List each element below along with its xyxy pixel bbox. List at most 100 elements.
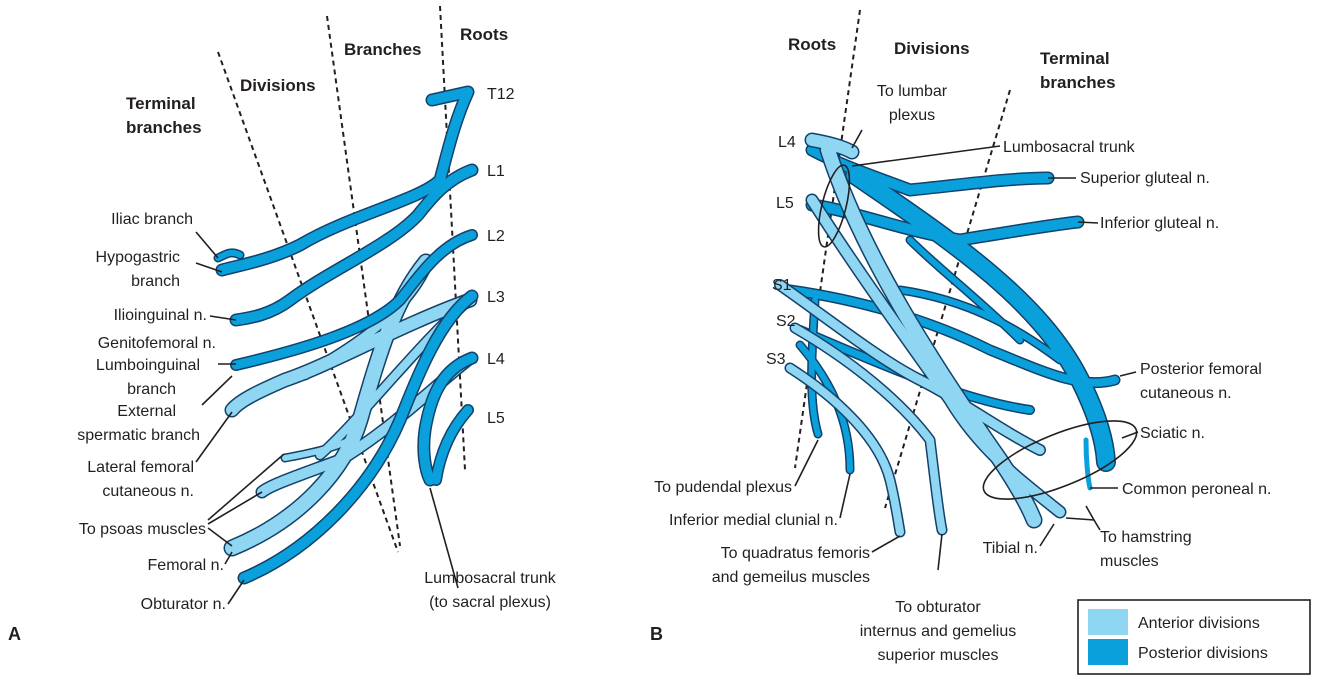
leader-hypogastric: [195, 262, 223, 273]
label-inferior-medial-clunial: Inferior medial clunial n.: [669, 512, 838, 529]
iliac-branch: [215, 249, 243, 261]
zone-terminal-label-b-2: branches: [1040, 73, 1116, 92]
root-b-s2: S2: [776, 313, 796, 330]
anterior-divisions-b: [774, 132, 1067, 538]
l4-root-b: [806, 134, 858, 158]
legend-swatch-posterior: [1088, 639, 1128, 665]
label-pudendal: To pudendal plexus: [654, 479, 792, 496]
leader-inferior-medial-clunial: [839, 473, 851, 519]
common-peroneal-tip: [1083, 437, 1093, 491]
zone-terminal-label-b-1: Terminal: [1040, 49, 1110, 68]
zone-roots-label: Roots: [460, 25, 508, 44]
label-to-lumbar-2: plexus: [889, 107, 935, 124]
leader-obturator: [227, 579, 245, 605]
leader-obturator-internus: [937, 533, 943, 571]
label-obturator-internus-2: internus and gemelius: [860, 623, 1017, 640]
leader-to-lumbar-plexus: [851, 129, 863, 149]
lumbosacral-trunk-a: [418, 353, 477, 485]
label-iliac-branch: Iliac branch: [111, 211, 193, 228]
posterior-femoral-cutaneous-nerve: [786, 286, 1119, 387]
label-hypogastric-2: branch: [131, 273, 180, 290]
label-obturator: Obturator n.: [141, 596, 226, 613]
zone-branches-label: Branches: [344, 40, 421, 59]
root-l4: L4: [487, 351, 505, 368]
leader-lumbosacral-b: [851, 145, 1001, 167]
t12-l1-nerve: [217, 87, 473, 275]
leader-lateral-femoral: [195, 411, 233, 463]
genitofemoral-nerve: [231, 230, 477, 370]
leader-psoas-3: [207, 527, 233, 547]
panel-letter-b: B: [650, 624, 663, 644]
quadratus-femoris-branch: [786, 364, 904, 536]
label-posterior-femoral-1: Posterior femoral: [1140, 361, 1262, 378]
root-b-l5: L5: [776, 195, 794, 212]
label-external-spermatic-1: External: [117, 403, 176, 420]
zone-roots-label-b: Roots: [788, 35, 836, 54]
sciatic-nerve-ellipse: [982, 420, 1138, 500]
panel-a: Terminal branches Divisions Branches Roo…: [8, 5, 557, 644]
root-b-s3: S3: [766, 351, 786, 368]
leader-external-spermatic: [201, 375, 233, 406]
legend: Anterior divisions Posterior divisions: [1077, 599, 1311, 675]
posterior-cross-branch-1: [897, 287, 1063, 363]
label-obturator-internus-1: To obturator: [895, 599, 981, 616]
label-lumbosacral-trunk-b: Lumbosacral trunk: [1003, 139, 1136, 156]
zone-terminal-label-2: branches: [126, 118, 202, 137]
label-external-spermatic-2: spermatic branch: [77, 427, 200, 444]
label-lumbosacral-trunk-1: Lumbosacral trunk: [424, 570, 557, 587]
posterior-cross-branch-2: [907, 237, 1023, 343]
common-peroneal-trunk: [846, 166, 1115, 471]
posterior-divisions-a: [213, 85, 479, 585]
obturator-nerve: [239, 291, 477, 583]
label-hamstring-2: muscles: [1100, 553, 1159, 570]
psoas-branch: [282, 437, 353, 461]
label-hamstring-1: To hamstring: [1100, 529, 1192, 546]
zone-divisions-label-b: Divisions: [894, 39, 970, 58]
label-inferior-gluteal: Inferior gluteal n.: [1100, 215, 1219, 232]
leader-psoas-1: [207, 453, 285, 521]
label-lumboinguinal-2: branch: [127, 381, 176, 398]
label-obturator-internus-3: superior muscles: [878, 647, 999, 664]
leader-iliac: [195, 231, 219, 259]
label-genitofemoral: Genitofemoral n.: [98, 335, 216, 352]
lumbosacral-trunk-ellipse: [817, 164, 851, 248]
root-l3: L3: [487, 289, 505, 306]
label-lumbosacral-trunk-2: (to sacral plexus): [429, 594, 551, 611]
root-b-l4: L4: [778, 134, 796, 151]
legend-label-posterior: Posterior divisions: [1138, 645, 1268, 662]
label-tibial: Tibial n.: [983, 540, 1038, 557]
leader-lumbosacral-a: [429, 487, 459, 589]
label-ilioinguinal: Ilioinguinal n.: [114, 307, 207, 324]
root-b-s1: S1: [772, 277, 792, 294]
label-sciatic: Sciatic n.: [1140, 425, 1205, 442]
panel-letter-a: A: [8, 624, 21, 644]
leader-pudendal: [794, 439, 819, 487]
label-common-peroneal: Common peroneal n.: [1122, 481, 1271, 498]
leader-sciatic: [1121, 431, 1139, 439]
leader-hamstring-2: [1085, 505, 1095, 521]
legend-swatch-anterior: [1088, 609, 1128, 635]
ilioinguinal-nerve: [231, 165, 477, 325]
leader-psoas-2: [207, 491, 263, 525]
label-lateral-femoral-2: cutaneous n.: [102, 483, 194, 500]
leader-tibial: [1039, 523, 1055, 547]
label-hypogastric-1: Hypogastric: [96, 249, 180, 266]
label-quadratus-2: and gemeilus muscles: [712, 569, 870, 586]
legend-label-anterior: Anterior divisions: [1138, 615, 1260, 632]
label-femoral: Femoral n.: [148, 557, 224, 574]
zone-line-branches-roots: [439, 5, 466, 471]
leader-inferior-gluteal: [1077, 221, 1099, 224]
root-l5: L5: [487, 410, 505, 427]
leaders-a: [195, 231, 459, 605]
label-lumboinguinal-1: Lumboinguinal: [96, 357, 200, 374]
leader-hamstring-1: [1065, 517, 1101, 531]
label-superior-gluteal: Superior gluteal n.: [1080, 170, 1210, 187]
l5-root-a: [431, 405, 473, 485]
leader-femoral: [224, 551, 233, 565]
label-quadratus-1: To quadratus femoris: [721, 545, 870, 562]
leaders-b: [794, 129, 1139, 571]
label-lateral-femoral-1: Lateral femoral: [87, 459, 194, 476]
root-t12: T12: [487, 86, 515, 103]
leader-ilioinguinal: [209, 315, 237, 321]
